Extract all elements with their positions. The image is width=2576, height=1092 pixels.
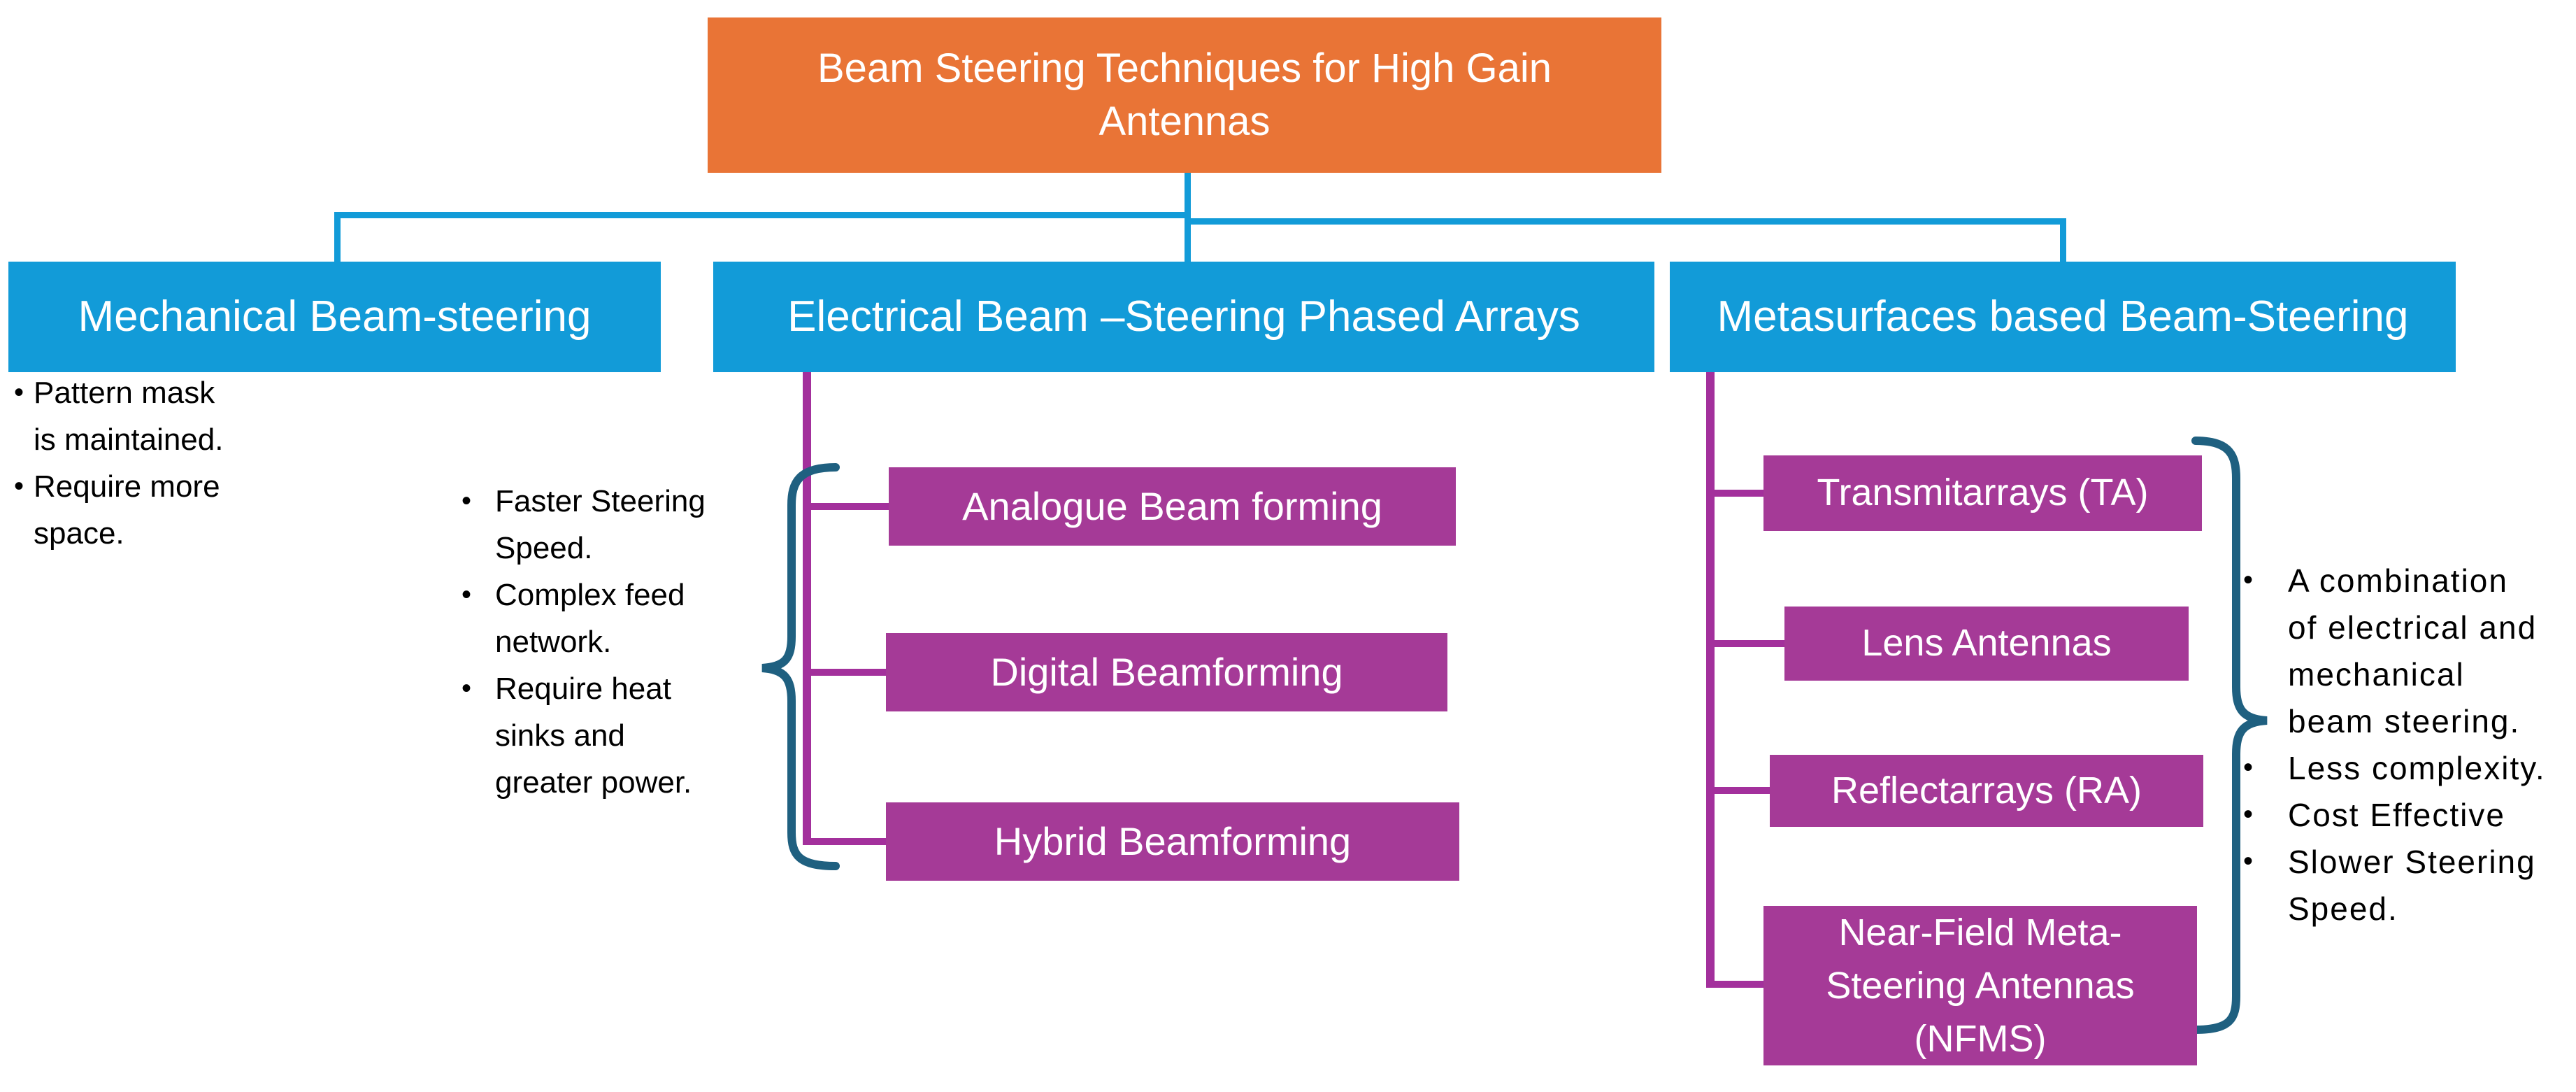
node-label: Lens Antennas (1861, 622, 2112, 665)
connector-branch-lens-antennas (1706, 640, 1785, 647)
connector-branch-reflectarrays (1706, 787, 1770, 794)
bullet-line: • Faster Steering (461, 478, 706, 525)
bullet-text: Faster Steering (495, 483, 706, 518)
bullet-text: Complex feed (495, 577, 685, 612)
bullet-line: sinks and (461, 712, 706, 759)
bullet-dot-icon: • (2243, 565, 2254, 595)
node-transmitarrays: Transmitarrays (TA) (1763, 455, 2202, 531)
node-label-line1: Near-Field Meta- (1838, 912, 2122, 953)
bullet-line: Speed. (461, 525, 706, 572)
bullet-line: • Less complexity. (2243, 744, 2546, 791)
node-label: Transmitarrays (TA) (1817, 471, 2149, 514)
root-node-beam-steering-techniques: Beam Steering Techniques for High Gain A… (708, 17, 1661, 173)
node-electrical-beam-steering-phased-arrays: Electrical Beam –Steering Phased Arrays (713, 262, 1654, 372)
bullet-text: Speed. (2288, 890, 2398, 927)
bullet-line: of electrical and (2243, 604, 2546, 651)
node-label: Mechanical Beam-steering (78, 292, 592, 341)
bullet-text: greater power. (495, 765, 692, 800)
bullet-dot-icon: • (2243, 752, 2254, 783)
node-digital-beamforming: Digital Beamforming (886, 633, 1447, 711)
bullet-dot-icon: • (14, 471, 24, 502)
bullet-text: Slower Steering (2288, 843, 2536, 880)
node-label: Digital Beamforming (990, 649, 1343, 694)
connector-horizontal-left (334, 212, 1191, 218)
connector-branch-digital (803, 669, 887, 676)
node-analogue-beam-forming: Analogue Beam forming (889, 467, 1456, 546)
bullet-text: Speed. (495, 530, 593, 565)
connector-stub-mechanical (334, 212, 341, 262)
bullet-text: Cost Effective (2288, 796, 2505, 833)
bullet-line: beam steering. (2243, 697, 2546, 744)
node-label-line3: (NFMS) (1914, 1018, 2047, 1060)
bullet-text: Require more (34, 469, 220, 504)
bullet-text: beam steering. (2288, 702, 2521, 739)
connector-branch-analogue (803, 503, 889, 510)
connector-electrical-trunk (803, 372, 811, 845)
connector-branch-hybrid (803, 838, 887, 845)
bullet-text: network. (495, 624, 612, 659)
bullet-text: A combination (2288, 562, 2508, 599)
root-node-label-line2: Antennas (1099, 99, 1271, 144)
connector-stub-metasurfaces (2060, 218, 2066, 262)
node-label: Metasurfaces based Beam-Steering (1717, 292, 2409, 341)
bullet-line: Speed. (2243, 885, 2546, 932)
left-curly-brace-icon (761, 463, 840, 870)
bullet-line: • Slower Steering (2243, 838, 2546, 885)
connector-branch-nfms (1706, 981, 1764, 988)
bullet-line: is maintained. (14, 416, 223, 463)
node-lens-antennas: Lens Antennas (1784, 607, 2189, 681)
bullet-dot-icon: • (461, 673, 472, 704)
bullet-line: • Complex feed (461, 572, 706, 618)
node-label-line2: Steering Antennas (1826, 965, 2135, 1007)
bullet-line: greater power. (461, 759, 706, 806)
mechanical-notes-list: • Pattern mask is maintained. • Require more… (14, 369, 223, 557)
bullet-text: Less complexity. (2288, 749, 2546, 786)
root-node-label-line1: Beam Steering Techniques for High Gain (817, 45, 1552, 91)
node-near-field-meta-steering-antennas: Near-Field Meta- Steering Antennas (NFMS… (1763, 906, 2197, 1065)
node-hybrid-beamforming: Hybrid Beamforming (886, 802, 1459, 881)
bullet-text: of electrical and (2288, 609, 2538, 646)
bullet-line: • Require heat (461, 665, 706, 712)
node-mechanical-beam-steering: Mechanical Beam-steering (8, 262, 661, 372)
bullet-text: Pattern mask (34, 375, 215, 410)
bullet-line: • Cost Effective (2243, 791, 2546, 838)
bullet-line: • Require more (14, 463, 223, 510)
bullet-line: mechanical (2243, 651, 2546, 697)
connector-metasurfaces-trunk (1706, 372, 1715, 988)
bullet-text: mechanical (2288, 655, 2465, 693)
metasurfaces-notes-list: • A combination of electrical and mechanica… (2243, 557, 2546, 932)
connector-horizontal-right (1185, 218, 2066, 225)
bullet-dot-icon: • (461, 485, 472, 516)
node-label: Analogue Beam forming (962, 483, 1382, 528)
bullet-line: network. (461, 618, 706, 665)
node-label: Electrical Beam –Steering Phased Arrays (787, 292, 1580, 341)
bullet-text: is maintained. (34, 422, 224, 457)
node-label: Reflectarrays (RA) (1831, 769, 2142, 811)
node-reflectarrays: Reflectarrays (RA) (1770, 755, 2203, 827)
bullet-text: sinks and (495, 718, 625, 753)
node-metasurfaces-based-beam-steering: Metasurfaces based Beam-Steering (1670, 262, 2456, 372)
bullet-dot-icon: • (2243, 799, 2254, 830)
bullet-line: space. (14, 510, 223, 557)
bullet-line: • Pattern mask (14, 369, 223, 416)
bullet-dot-icon: • (2243, 846, 2254, 877)
bullet-dot-icon: • (14, 377, 24, 408)
node-label: Hybrid Beamforming (994, 818, 1352, 863)
right-curly-brace-icon (2191, 437, 2268, 1034)
connector-branch-transmitarrays (1706, 490, 1764, 497)
bullet-dot-icon: • (461, 579, 472, 610)
bullet-text: space. (34, 516, 124, 551)
bullet-text: Require heat (495, 671, 671, 706)
bullet-line: • A combination (2243, 557, 2546, 604)
